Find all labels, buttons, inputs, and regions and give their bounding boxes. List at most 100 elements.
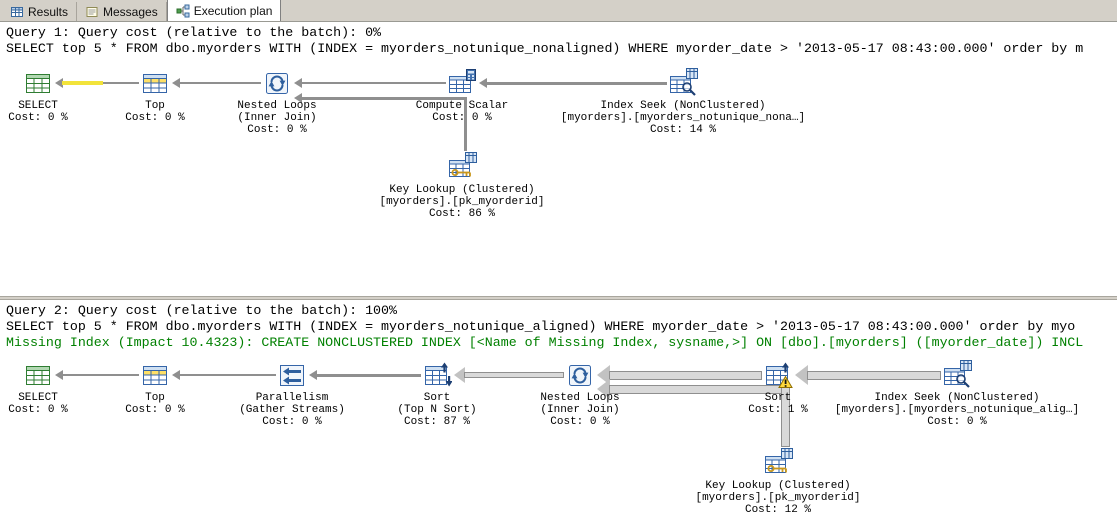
plan-node-nested-loops[interactable]: Nested Loops(Inner Join)Cost: 0 % (440, 360, 720, 428)
plan-node-label: Cost: 0 % (927, 416, 987, 428)
plan-edge-arrowhead[interactable] (172, 78, 180, 88)
top-icon (140, 68, 170, 98)
plan-node-label: Nested Loops (540, 392, 620, 404)
nested-loops-icon (262, 68, 292, 98)
execution-plan-icon (176, 4, 190, 18)
tab-label: Execution plan (193, 3, 273, 18)
select-result-icon (23, 360, 53, 390)
plan-edge-arrowhead[interactable] (479, 78, 487, 88)
plan-edge-arrowhead[interactable] (795, 365, 808, 385)
plan-node-label: Cost: 0 % (125, 112, 185, 124)
query-sql-text: SELECT top 5 * FROM dbo.myorders WITH (I… (6, 41, 1084, 56)
tab-bar: Results Messages Execution plan (0, 0, 1117, 22)
parallelism-icon (277, 360, 307, 390)
plan-node-label: Sort (423, 392, 451, 404)
missing-index-hint[interactable]: Missing Index (Impact 10.4323): CREATE N… (6, 335, 1084, 350)
plan-edge-line[interactable] (62, 374, 139, 376)
plan-node-key-lookup[interactable]: Key Lookup (Clustered)[myorders].[pk_myo… (638, 448, 918, 516)
plan-edge-arrowhead[interactable] (294, 93, 302, 103)
query-2-plan-panel: Query 2: Query cost (relative to the bat… (0, 300, 1117, 528)
plan-node-label: Parallelism (255, 392, 329, 404)
plan-node-nested-loops[interactable]: Nested Loops(Inner Join)Cost: 0 % (137, 68, 417, 136)
plan-node-label: Top (145, 100, 165, 112)
messages-icon (85, 5, 99, 19)
selected-edge-highlight (62, 81, 103, 85)
plan-node-sort-top-n[interactable]: Sort(Top N Sort)Cost: 87 % (297, 360, 577, 428)
plan-node-label: Key Lookup (Clustered) (705, 480, 851, 492)
tab-messages[interactable]: Messages (77, 2, 167, 21)
plan-node-label: SELECT (18, 392, 58, 404)
plan-edge-arrowhead[interactable] (172, 370, 180, 380)
plan-node-label: Cost: 0 % (262, 416, 322, 428)
plan-node-label: Index Seek (NonClustered) (600, 100, 766, 112)
plan-edge-arrowhead[interactable] (55, 370, 63, 380)
plan-node-label: Cost: 12 % (744, 504, 811, 516)
plan-node-label: (Inner Join) (237, 112, 317, 124)
plan-node-label: Key Lookup (Clustered) (389, 184, 535, 196)
key-lookup-icon (447, 152, 477, 182)
plan-node-label: SELECT (18, 100, 58, 112)
plan-node-label: [myorders].[pk_myorderid] (695, 492, 861, 504)
sort-warning-icon (763, 360, 793, 390)
select-result-icon (23, 68, 53, 98)
plan-node-label: Cost: 0 % (8, 404, 68, 416)
plan-node-key-lookup[interactable]: Key Lookup (Clustered)[myorders].[pk_myo… (322, 152, 602, 220)
query-cost-header: Query 1: Query cost (relative to the bat… (6, 25, 382, 40)
plan-edge-line[interactable] (301, 97, 467, 100)
tab-label: Messages (103, 4, 158, 19)
tab-execution-plan[interactable]: Execution plan (166, 0, 282, 21)
nested-loops-icon (565, 360, 595, 390)
plan-edge-arrowhead[interactable] (597, 379, 610, 399)
plan-edge-line[interactable] (486, 82, 667, 85)
plan-edge-line[interactable] (464, 372, 564, 378)
plan-node-label: Cost: 1 % (748, 404, 808, 416)
plan-node-label: (Inner Join) (540, 404, 620, 416)
plan-node-label: Cost: 87 % (403, 416, 470, 428)
tab-results[interactable]: Results (2, 2, 78, 21)
plan-node-label: Compute Scalar (415, 100, 509, 112)
plan-node-index-seek[interactable]: Index Seek (NonClustered)[myorders].[myo… (543, 68, 823, 136)
plan-edge-line[interactable] (179, 374, 276, 376)
plan-edge-line-vertical[interactable] (464, 97, 467, 151)
plan-edge-line[interactable] (807, 371, 941, 380)
top-icon (140, 360, 170, 390)
plan-edge-arrowhead[interactable] (454, 367, 465, 383)
plan-edge-arrowhead[interactable] (55, 78, 63, 88)
plan-edge-line[interactable] (179, 82, 261, 84)
plan-edge-line[interactable] (316, 374, 421, 377)
plan-node-label: (Gather Streams) (239, 404, 345, 416)
plan-node-label: (Top N Sort) (397, 404, 477, 416)
plan-node-index-seek[interactable]: Index Seek (NonClustered)[myorders].[myo… (817, 360, 1097, 428)
plan-node-label: Nested Loops (237, 100, 317, 112)
query-cost-header: Query 2: Query cost (relative to the bat… (6, 303, 397, 318)
plan-node-parallelism[interactable]: Parallelism(Gather Streams)Cost: 0 % (152, 360, 432, 428)
plan-node-label: Cost: 0 % (247, 124, 307, 136)
plan-edge-arrowhead[interactable] (309, 370, 317, 380)
query-sql-text: SELECT top 5 * FROM dbo.myorders WITH (I… (6, 319, 1076, 334)
plan-node-label: [myorders].[pk_myorderid] (379, 196, 545, 208)
sort-icon (422, 360, 452, 390)
plan-node-label: Cost: 0 % (8, 112, 68, 124)
index-seek-icon (668, 68, 698, 98)
key-lookup-icon (763, 448, 793, 478)
plan-node-label: Cost: 86 % (428, 208, 495, 220)
plan-node-label: Sort (764, 392, 792, 404)
plan-edge-line[interactable] (301, 82, 446, 84)
results-grid-icon (10, 5, 24, 19)
plan-edge-arrowhead[interactable] (294, 78, 302, 88)
plan-edge-line[interactable] (609, 371, 762, 380)
plan-node-label: Index Seek (NonClustered) (874, 392, 1040, 404)
panel-splitter[interactable] (0, 296, 1117, 300)
query-1-plan-panel: Query 1: Query cost (relative to the bat… (0, 22, 1117, 296)
plan-node-label: Cost: 0 % (550, 416, 610, 428)
plan-node-label: Cost: 14 % (649, 124, 716, 136)
tab-label: Results (28, 4, 69, 19)
